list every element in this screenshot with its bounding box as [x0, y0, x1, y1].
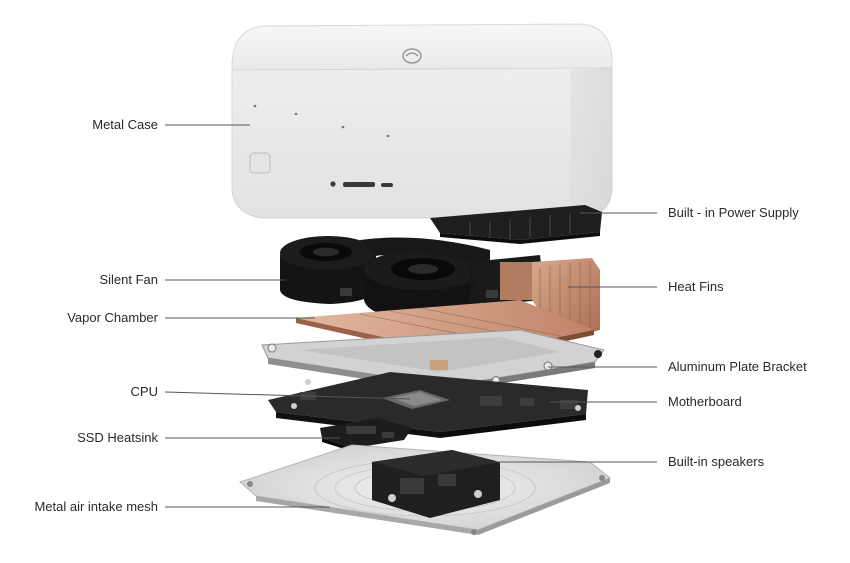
- label-ssd-heatsink: SSD Heatsink: [77, 430, 158, 445]
- leader-line-cpu: [164, 391, 411, 400]
- label-metal-case: Metal Case: [92, 117, 158, 132]
- label-cpu: CPU: [130, 384, 158, 399]
- leader-lines: [164, 124, 657, 508]
- built-in-speakers-part: [372, 450, 500, 518]
- motherboard-part: [268, 372, 588, 438]
- label-vapor-chamber: Vapor Chamber: [67, 310, 158, 325]
- power-supply-part: [430, 205, 602, 244]
- label-heat-fins: Heat Fins: [668, 279, 724, 294]
- label-silent-fan: Silent Fan: [99, 272, 158, 287]
- metal-case-part: [231, 23, 613, 219]
- label-built-in-speakers: Built-in speakers: [668, 454, 765, 469]
- power-button-icon: [249, 152, 271, 174]
- label-motherboard: Motherboard: [668, 394, 742, 409]
- label-aluminum-plate-bracket: Aluminum Plate Bracket: [668, 359, 807, 374]
- label-metal-air-intake-mesh: Metal air intake mesh: [34, 499, 158, 514]
- brand-logo-icon: [402, 48, 422, 64]
- cpu-chip: [382, 390, 450, 409]
- label-built-in-power-supply: Built - in Power Supply: [668, 205, 799, 220]
